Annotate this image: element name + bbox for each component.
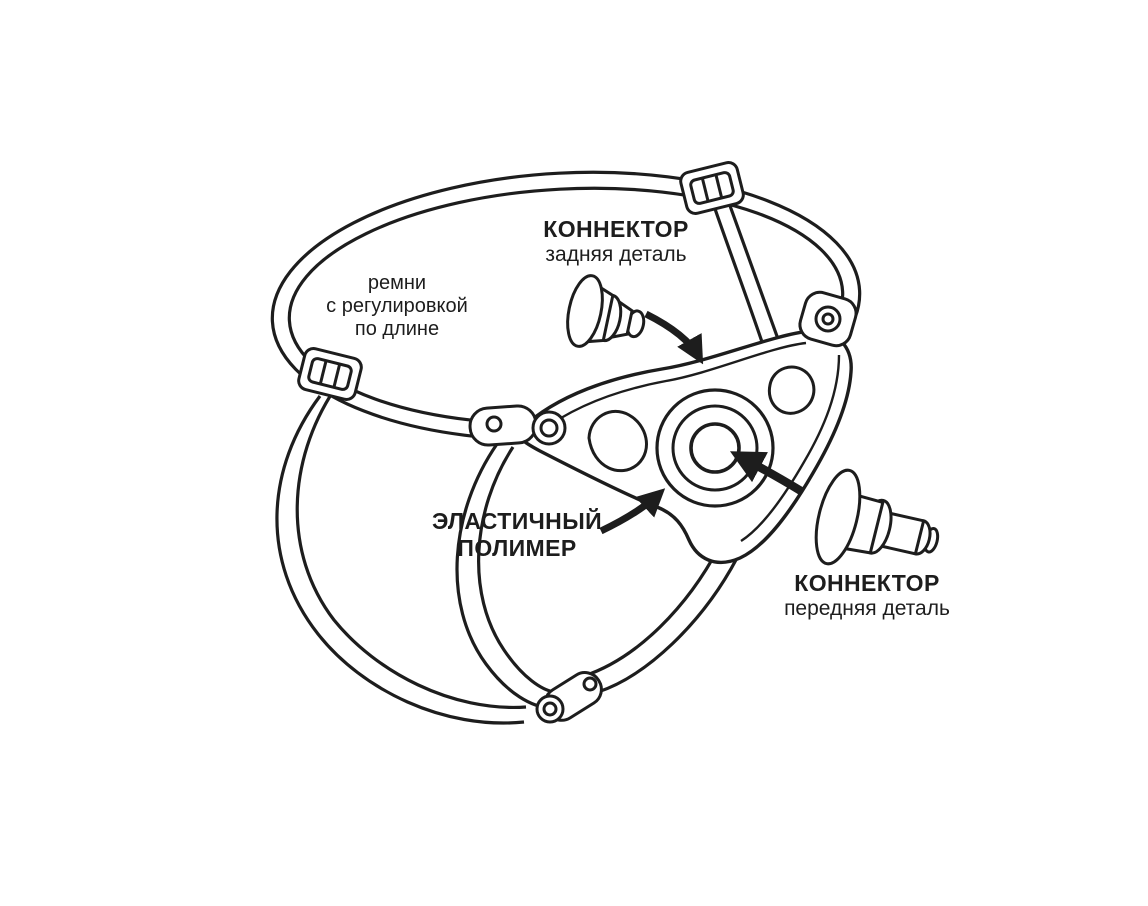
plate-cutout-left	[587, 409, 648, 473]
connector-socket-middle-ring	[671, 404, 759, 492]
label-connector-front-title: КОННЕКТОР	[794, 570, 940, 596]
label-connector-front-subtitle: передняя деталь	[784, 596, 950, 620]
label-elastic-polymer-line1: ЭЛАСТИЧНЫЙ	[431, 508, 603, 534]
label-connector-rear-title: КОННЕКТОР	[543, 216, 689, 242]
label-straps: ремни с регулировкой по длине	[326, 272, 468, 341]
label-connector-front: КОННЕКТОР передняя деталь	[784, 570, 950, 621]
arrow-front-connector	[729, 451, 804, 495]
adjustment-buckle-left	[297, 347, 363, 401]
label-straps-line1: ремни	[367, 272, 427, 294]
arrow-elastic-polymer	[599, 488, 666, 535]
pointer-arrows	[599, 310, 804, 535]
connector-socket-hole	[689, 422, 741, 474]
back-strap	[712, 202, 780, 346]
bottom-strap-link	[535, 671, 603, 724]
right-strap-link	[798, 290, 858, 348]
label-connector-rear-subtitle: задняя деталь	[545, 242, 687, 266]
left-strap-link	[468, 404, 567, 447]
label-straps-line3: по длине	[354, 318, 440, 340]
plate-cutout-right	[767, 365, 816, 415]
adjustment-buckle-top	[679, 161, 745, 215]
label-connector-rear: КОННЕКТОР задняя деталь	[543, 216, 688, 267]
label-elastic-polymer-line2: ПОЛИМЕР	[457, 534, 577, 561]
arrow-rear-connector	[644, 310, 704, 365]
label-straps-line2: с регулировкой	[326, 295, 468, 317]
connector-front-part	[814, 468, 940, 566]
leg-straps	[275, 389, 739, 725]
elastic-polymer-plate	[517, 329, 853, 564]
connector-rear-part	[566, 274, 646, 348]
label-elastic-polymer: ЭЛАСТИЧНЫЙ ПОЛИМЕР	[432, 508, 602, 561]
